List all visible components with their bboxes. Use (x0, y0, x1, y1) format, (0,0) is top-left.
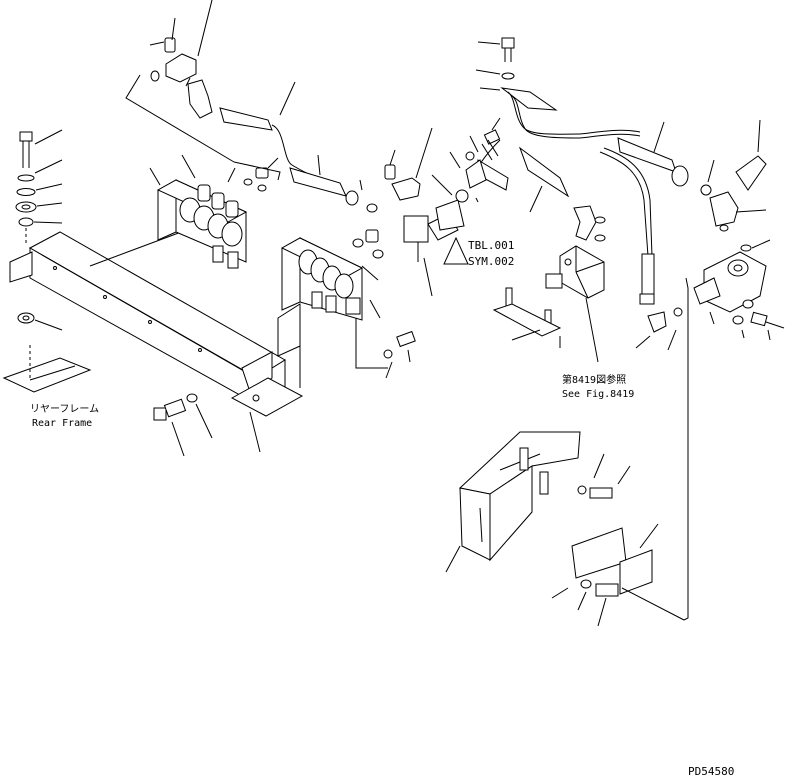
table-symbol-marker: TBL.001 SYM.002 (443, 236, 514, 268)
hoses-center-right (431, 91, 715, 213)
sym-label: SYM.002 (468, 255, 514, 268)
callout-bracket-top-left (125, 74, 235, 163)
fittings-top-left (149, 0, 213, 119)
bolt-rear-frame (153, 393, 261, 457)
tbl-label: TBL.001 (468, 239, 514, 252)
see-fig-label-en: See Fig.8419 (562, 389, 634, 400)
elbow-fitting-center (573, 205, 606, 242)
fittings-valve-2 (352, 229, 416, 379)
bolt-stack-left (15, 131, 37, 324)
rear-frame-label-jp: リヤーフレーム (30, 403, 99, 415)
lower-cover-plate (571, 523, 685, 621)
fittings-valve-1 (149, 154, 279, 192)
lower-bolt-set-1 (577, 453, 631, 499)
lower-bolt-set-2 (551, 579, 619, 627)
drawing-number: PD54580 (688, 765, 734, 778)
control-valve-2 (280, 237, 364, 321)
rear-frame-label-en: Rear Frame (32, 418, 92, 429)
bolt-pair-center (465, 117, 501, 161)
callout-line-right (683, 277, 689, 621)
valve-2-bracket (277, 303, 301, 388)
hose-right-vertical (599, 147, 683, 351)
lower-bracket-frame (445, 431, 581, 573)
relief-valve-right (693, 119, 785, 341)
rear-frame-mount-bracket (2, 345, 92, 393)
center-fittings (366, 127, 465, 297)
junction-block (545, 245, 605, 363)
rear-frame-beam (9, 231, 304, 417)
hose-top-left (219, 81, 363, 206)
junction-block-stand (492, 287, 562, 348)
see-fig-label-jp: 第8419図参照 (562, 373, 626, 386)
bolt-stack-top-middle (475, 37, 558, 111)
control-valve-1 (156, 179, 248, 269)
